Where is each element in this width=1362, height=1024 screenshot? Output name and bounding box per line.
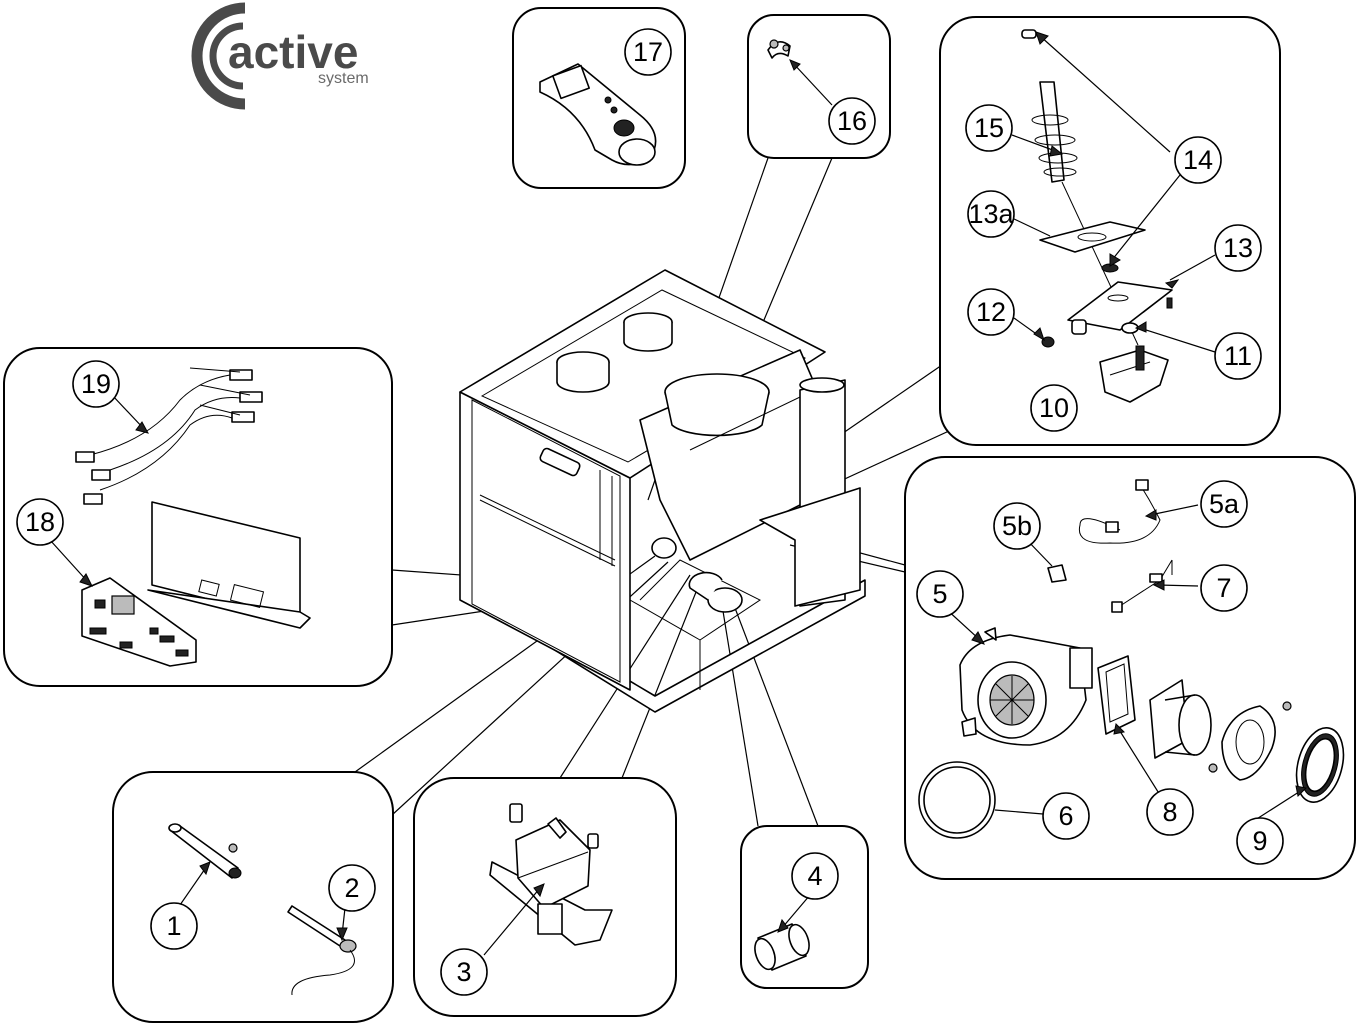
callout-2-label: 2 (344, 873, 359, 903)
callout-18-label: 18 (25, 507, 55, 537)
callout-13-label: 13 (1223, 233, 1253, 263)
callout-9: 9 (1236, 817, 1284, 865)
callout-16: 16 (828, 97, 876, 145)
callout-5b: 5b (993, 502, 1041, 550)
fan-5 (959, 627, 1093, 746)
panel-fan (904, 456, 1356, 880)
callout-19-label: 19 (81, 369, 111, 399)
callout-15: 15 (965, 104, 1013, 152)
cable-5a (1078, 479, 1161, 544)
panel-sleeve (740, 825, 869, 989)
callout-4: 4 (791, 852, 839, 900)
callout-8: 8 (1146, 788, 1194, 836)
callout-7: 7 (1200, 564, 1248, 612)
callout-5a-label: 5a (1209, 489, 1240, 519)
callout-5b-label: 5b (1002, 511, 1032, 541)
housing-3 (489, 803, 613, 946)
panel-sensors (112, 771, 394, 1023)
gasket-8 (1097, 655, 1136, 735)
callout-10: 10 (1030, 384, 1078, 432)
flange-tube (1149, 679, 1292, 781)
callout-14-label: 14 (1183, 145, 1213, 175)
callout-16-label: 16 (837, 106, 867, 136)
control-board-bracket (147, 501, 311, 629)
stove-body (459, 269, 866, 713)
callout-5a: 5a (1200, 480, 1248, 528)
callout-5-label: 5 (932, 579, 947, 609)
callout-13: 13 (1214, 224, 1262, 272)
callout-19: 19 (72, 360, 120, 408)
clamp-5b (1047, 564, 1067, 583)
callout-7-label: 7 (1216, 573, 1231, 603)
control-board (81, 577, 197, 667)
panel-feed-screw (939, 16, 1281, 446)
auger-assembly (1021, 29, 1173, 403)
brand-logo: active system (191, 2, 369, 110)
callout-11-label: 11 (1224, 341, 1252, 371)
probe-2 (287, 905, 357, 996)
callout-1-label: 1 (166, 911, 181, 941)
wiring-harness (75, 367, 263, 505)
callout-13a: 13a (967, 190, 1015, 238)
callout-9-label: 9 (1252, 826, 1267, 856)
ring-9 (1295, 727, 1345, 803)
callout-3: 3 (440, 948, 488, 996)
clip-part (767, 39, 791, 59)
callout-1: 1 (150, 902, 198, 950)
callout-6: 6 (1042, 792, 1090, 840)
igniter-1 (168, 823, 242, 879)
callout-3-label: 3 (456, 957, 471, 987)
callout-14: 14 (1174, 136, 1222, 184)
callout-4-label: 4 (807, 861, 822, 891)
sensor-7 (1111, 559, 1173, 613)
callout-18: 18 (16, 498, 64, 546)
remote-control-part (539, 63, 657, 166)
gasket-6 (918, 761, 996, 839)
callout-2: 2 (328, 864, 376, 912)
callout-17-label: 17 (633, 37, 663, 67)
logo-sub: system (318, 70, 369, 87)
callout-12-label: 12 (976, 297, 1006, 327)
callout-8-label: 8 (1162, 797, 1177, 827)
callout-5: 5 (916, 570, 964, 618)
callout-17: 17 (624, 28, 672, 76)
callout-6-label: 6 (1058, 801, 1073, 831)
callout-15-label: 15 (974, 113, 1004, 143)
logo-word: active (228, 26, 358, 78)
callout-11: 11 (1214, 332, 1262, 380)
callout-10-label: 10 (1039, 393, 1069, 423)
callout-12: 12 (967, 288, 1015, 336)
sleeve-4 (754, 923, 810, 971)
panel-electronics (3, 347, 393, 687)
callout-13a-label: 13a (968, 199, 1014, 229)
